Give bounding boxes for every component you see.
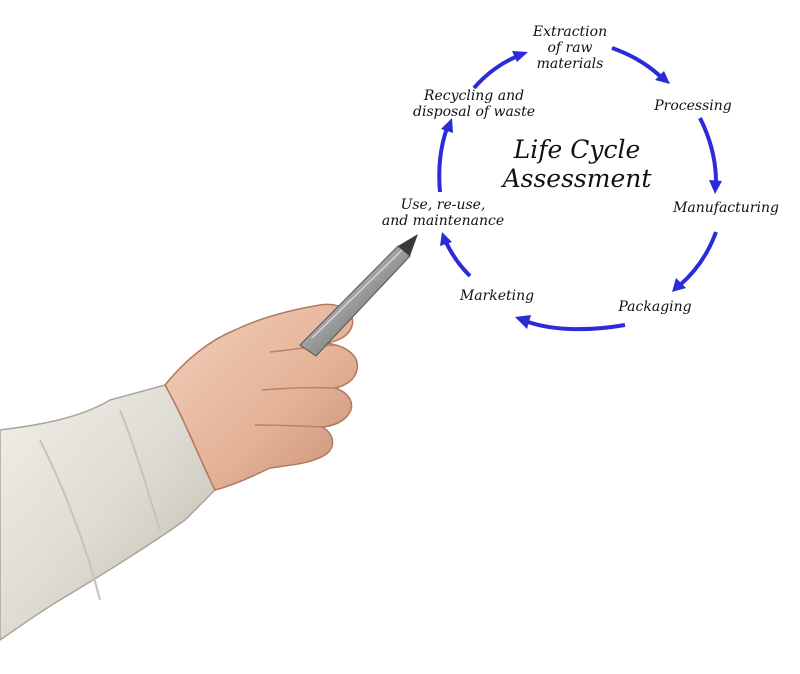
pen-icon bbox=[299, 234, 418, 357]
stage-label-manufacturing: Manufacturing bbox=[673, 200, 779, 216]
stage-label-extraction: Extraction of raw materials bbox=[532, 24, 608, 72]
stage-label-use: Use, re-use, and maintenance bbox=[381, 197, 505, 229]
sleeve-icon bbox=[0, 384, 216, 641]
cycle-arrows bbox=[437, 46, 722, 332]
diagram-title: Life Cycle Assessment bbox=[502, 135, 652, 193]
stage-label-marketing: Marketing bbox=[459, 288, 535, 304]
stage-label-recycling: Recycling and disposal of waste bbox=[413, 88, 535, 120]
stage-label-processing: Processing bbox=[654, 98, 732, 114]
stage-label-packaging: Packaging bbox=[618, 299, 692, 315]
